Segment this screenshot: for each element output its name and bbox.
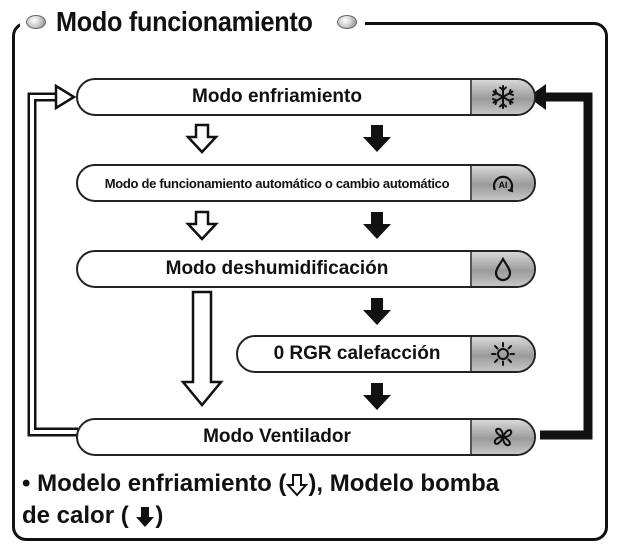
- legend-line2-prefix: de calor (: [22, 502, 129, 529]
- solid-arrow-3: [363, 298, 391, 325]
- mode-dry-label: Modo deshumidificación: [165, 258, 389, 279]
- mode-fan-cap: [470, 420, 534, 454]
- mode-heat-label: 0 RGR calefacción: [273, 343, 441, 364]
- legend-middle: ), Modelo bomba: [308, 470, 500, 497]
- solid-arrow-1: [363, 125, 391, 152]
- mode-dry-cap: [470, 252, 534, 286]
- outline-return-path: [27, 92, 78, 437]
- svg-text:AI: AI: [499, 180, 508, 190]
- legend-note: • Modelo enfriamiento ( ), Modelo bomba d…: [22, 468, 612, 532]
- legend-prefix: • Modelo enfriamiento (: [22, 470, 287, 497]
- mode-fan: Modo Ventilador: [76, 418, 536, 456]
- solid-arrow-legend-icon: [136, 506, 155, 527]
- water-drop-icon: [494, 256, 512, 282]
- title-ball-icon-right: [337, 15, 358, 29]
- mode-cooling: Modo enfriamiento: [76, 78, 536, 116]
- mode-cooling-cap: [470, 80, 534, 114]
- mode-auto: Modo de funcionamiento automático o camb…: [76, 164, 536, 202]
- solid-arrow-2: [363, 212, 391, 239]
- solid-return-arrowhead: [528, 84, 546, 110]
- panel-title: Modo funcionamiento: [20, 2, 366, 42]
- sun-icon: [491, 342, 515, 366]
- legend-line-1: • Modelo enfriamiento ( ), Modelo bomba: [22, 468, 612, 500]
- outline-return-arrowhead: [54, 83, 77, 111]
- snowflake-icon: [492, 85, 514, 109]
- long-outline-arrow: [180, 290, 224, 407]
- outline-arrow-legend-icon: [286, 473, 309, 497]
- legend-line-2: de calor ( ): [22, 500, 612, 532]
- mode-cooling-label: Modo enfriamiento: [192, 86, 362, 107]
- mode-heat-cap: [470, 337, 534, 371]
- mode-dry: Modo deshumidificación: [76, 250, 536, 288]
- legend-line2-suffix: ): [155, 502, 164, 529]
- auto-ai-icon: AI: [492, 175, 514, 193]
- mode-auto-label: Modo de funcionamiento automático o camb…: [104, 175, 450, 191]
- outline-arrow-1: [185, 123, 219, 154]
- mode-auto-cap: AI: [470, 166, 534, 200]
- solid-return-path: [540, 92, 593, 440]
- title-ball-icon: [26, 15, 46, 29]
- mode-heat: 0 RGR calefacción: [236, 335, 536, 373]
- solid-arrow-4: [363, 383, 391, 410]
- fan-icon: [493, 427, 513, 447]
- title-text: Modo funcionamiento: [56, 6, 313, 37]
- mode-fan-label: Modo Ventilador: [203, 426, 351, 447]
- outline-arrow-2: [185, 210, 219, 241]
